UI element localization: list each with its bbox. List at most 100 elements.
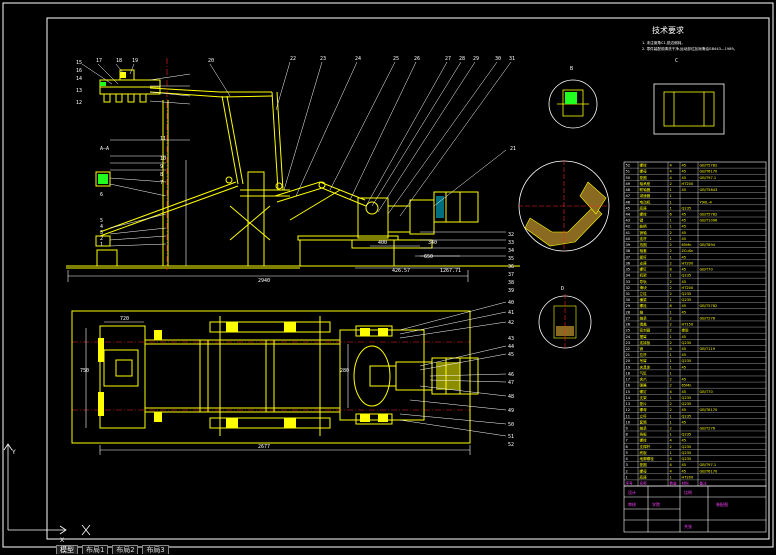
- part-balloon: 18: [116, 58, 122, 64]
- tech-note-2: 2. 零件装配前清洗干净,运动部位加润滑油GB443—1989。: [642, 46, 737, 51]
- bom-cell: 2: [670, 384, 672, 388]
- bom-cell: 1: [670, 396, 672, 400]
- bom-cell: 45: [682, 304, 687, 308]
- bom-cell: 1: [670, 414, 672, 418]
- bom-cell: 1: [670, 335, 672, 339]
- detail-view-large: [518, 160, 610, 252]
- bom-cell: 45: [682, 439, 687, 443]
- bom-cell: 2: [670, 323, 672, 327]
- bom-cell: 9: [626, 426, 629, 430]
- bom-cell: 减速器: [640, 193, 651, 198]
- bom-cell: 13: [626, 402, 631, 406]
- bom-cell: 45: [626, 206, 631, 210]
- title-block-school: 学院: [652, 501, 660, 507]
- part-balloon: 2: [100, 236, 103, 242]
- title-block-sheet: 共张: [684, 523, 692, 529]
- bom-cell: 1: [670, 225, 672, 229]
- bom-cell: 8: [670, 304, 673, 308]
- bom-cell: 36: [626, 261, 631, 265]
- bom-cell: GB/T119: [700, 347, 716, 351]
- bom-cell: 1: [670, 194, 672, 198]
- bom-cell: Q235: [682, 274, 692, 278]
- part-balloon: 43: [508, 336, 514, 342]
- bom-cell: 45: [682, 231, 687, 235]
- bom-cell: Q235: [682, 341, 692, 345]
- tab-layout1[interactable]: 布局1: [82, 545, 109, 554]
- bom-cell: 16: [626, 384, 631, 388]
- part-balloon: 45: [508, 352, 514, 358]
- tab-layout3[interactable]: 布局3: [142, 545, 169, 554]
- bom-header-cell: 材料: [682, 481, 690, 486]
- bom-cell: HT200: [682, 261, 694, 265]
- bom-cell: 1: [670, 206, 672, 210]
- bom-cell: 27: [626, 316, 631, 320]
- part-balloon: 3: [100, 230, 103, 236]
- tech-notes-title: 技术要求: [652, 25, 684, 35]
- tab-layout2[interactable]: 布局2: [112, 545, 139, 554]
- part-balloon: 52: [508, 442, 514, 448]
- ucs-icon: [3, 443, 91, 536]
- detail-view-b: [548, 79, 598, 129]
- bom-cell: 气缸: [640, 370, 648, 375]
- bom-cell: 7: [626, 439, 628, 443]
- bom-cell: 螺栓: [640, 163, 648, 168]
- bom-cell: GB/T6170: [700, 170, 719, 174]
- part-balloon: 8: [160, 172, 163, 178]
- bom-cell: GB/T894: [700, 243, 716, 247]
- bom-cell: 支架: [640, 395, 648, 400]
- bom-cell: 45: [682, 237, 687, 241]
- bom-cell: Q235: [682, 414, 692, 418]
- bom-cell: 螺栓: [640, 303, 648, 308]
- bom-cell: 45: [682, 310, 687, 314]
- bom-cell: 17: [626, 378, 631, 382]
- bom-cell: GB/T5843: [700, 188, 718, 192]
- bom-cell: Q235: [682, 445, 692, 449]
- bom-cell: 挡圈: [640, 242, 648, 247]
- part-balloon: 5: [100, 218, 103, 224]
- bom-cell: 2: [670, 249, 672, 253]
- dim-top-overall: 2677: [258, 444, 270, 450]
- part-balloon: 33: [508, 240, 514, 246]
- center-lines: [72, 58, 470, 411]
- part-balloon: 37: [508, 272, 514, 278]
- bom-cell: 4: [670, 463, 673, 467]
- part-balloon: 27: [445, 56, 451, 62]
- bom-cell: 1: [670, 188, 672, 192]
- bom-cell: 轴: [640, 309, 644, 314]
- ucs-labels: X Y: [11, 449, 64, 544]
- part-balloon: 14: [76, 76, 82, 82]
- bom-cell: 螺母: [640, 407, 648, 412]
- part-balloon: 16: [76, 68, 82, 74]
- part-balloon: 32: [508, 232, 514, 238]
- bom-cell: 6: [626, 445, 629, 449]
- bom-cell: 螺栓: [640, 212, 648, 217]
- tab-model[interactable]: 模型: [56, 545, 78, 554]
- top-view-dimensions: [85, 321, 471, 455]
- bom-cell: 25: [626, 329, 631, 333]
- part-balloon: 46: [508, 372, 514, 378]
- bom-cell: GB/T97.1: [700, 176, 717, 180]
- bom-cell: GB/T70: [700, 390, 714, 394]
- bom-cell: 2: [670, 261, 672, 265]
- bom-cell: ZCuSn: [682, 249, 694, 253]
- part-balloon: 10: [160, 156, 166, 162]
- bom-cell: 连杆: [640, 236, 648, 241]
- bom-cell: 橡胶: [682, 328, 690, 333]
- bom-cell: 曲柄: [640, 224, 648, 229]
- bom-cell: 45: [682, 170, 687, 174]
- bom-cell: 1: [670, 298, 672, 302]
- bom-cell: GB/T6170: [700, 408, 719, 412]
- bom-cell: Q235: [682, 457, 692, 461]
- dim-front-b: 650: [424, 254, 433, 260]
- bom-cell: 1: [670, 237, 672, 241]
- bom-cell: 导轨: [640, 279, 648, 284]
- bom-cell: 垫片: [640, 401, 648, 406]
- bom-cell: GB/T5782: [700, 164, 718, 168]
- bom-cell: 4: [670, 457, 673, 461]
- bom-cell: 支座: [640, 260, 648, 265]
- bom-cell: 46: [626, 200, 631, 204]
- bom-cell: 45: [682, 463, 687, 467]
- part-balloon: 7: [160, 180, 163, 186]
